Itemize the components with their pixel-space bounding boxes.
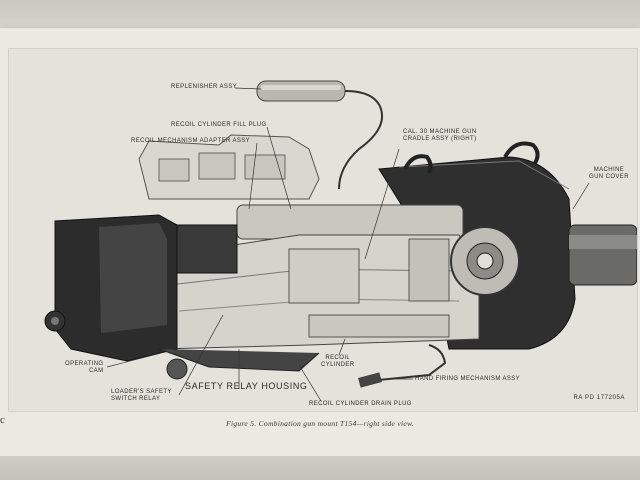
callout-safety-relay: SAFETY RELAY HOUSING [185, 381, 308, 391]
callout-operating-cam: OPERATING CAM [65, 361, 104, 375]
callout-cradle: CAL. 30 MACHINE GUN CRADLE ASSY (RIGHT) [403, 129, 477, 143]
document-page: REPLENISHER ASSY RECOIL CYLINDER FILL PL… [0, 28, 640, 458]
callout-operating-cam-line2: CAM [88, 368, 104, 374]
callout-replenisher: REPLENISHER ASSY [171, 84, 238, 90]
callout-recoil-cylinder-line2: CYLINDER [321, 362, 355, 368]
callout-adapter: RECOIL MECHANISM ADAPTER ASSY [131, 138, 251, 144]
callout-cradle-line1: CAL. 30 MACHINE GUN [403, 129, 477, 135]
callout-recoil-cylinder-line1: RECOIL [325, 355, 351, 361]
callout-drain-plug: RECOIL CYLINDER DRAIN PLUG [309, 401, 412, 407]
callout-fill-plug: RECOIL CYLINDER FILL PLUG [171, 122, 267, 128]
page-bottom-edge [0, 456, 640, 480]
callout-gun-cover-line1: MACHINE [593, 167, 625, 173]
plate-id: RA PD 177205A [573, 395, 625, 401]
callout-loader-switch-line1: LOADER'S SAFETY [111, 389, 172, 395]
callout-gun-cover-line2: GUN COVER [589, 174, 629, 180]
callout-loader-switch: LOADER'S SAFETY SWITCH RELAY [111, 389, 172, 403]
callout-gun-cover: MACHINE GUN COVER [589, 167, 629, 181]
gun-mount-illustration [44, 80, 637, 402]
callout-operating-cam-line1: OPERATING [65, 361, 104, 367]
figure-caption: Figure 5. Combination gun mount T154—rig… [226, 419, 414, 428]
callout-hand-firing: HAND FIRING MECHANISM ASSY [415, 376, 521, 382]
callout-recoil-cylinder: RECOIL CYLINDER [321, 355, 355, 369]
leader-lines [106, 87, 590, 402]
page-top-shadow [0, 0, 640, 30]
margin-mark: c [0, 414, 5, 426]
callout-loader-switch-line2: SWITCH RELAY [111, 396, 161, 402]
figure-plate: REPLENISHER ASSY RECOIL CYLINDER FILL PL… [8, 48, 638, 412]
callout-cradle-line2: CRADLE ASSY (RIGHT) [403, 136, 477, 142]
replenisher-cylinder [256, 80, 383, 190]
